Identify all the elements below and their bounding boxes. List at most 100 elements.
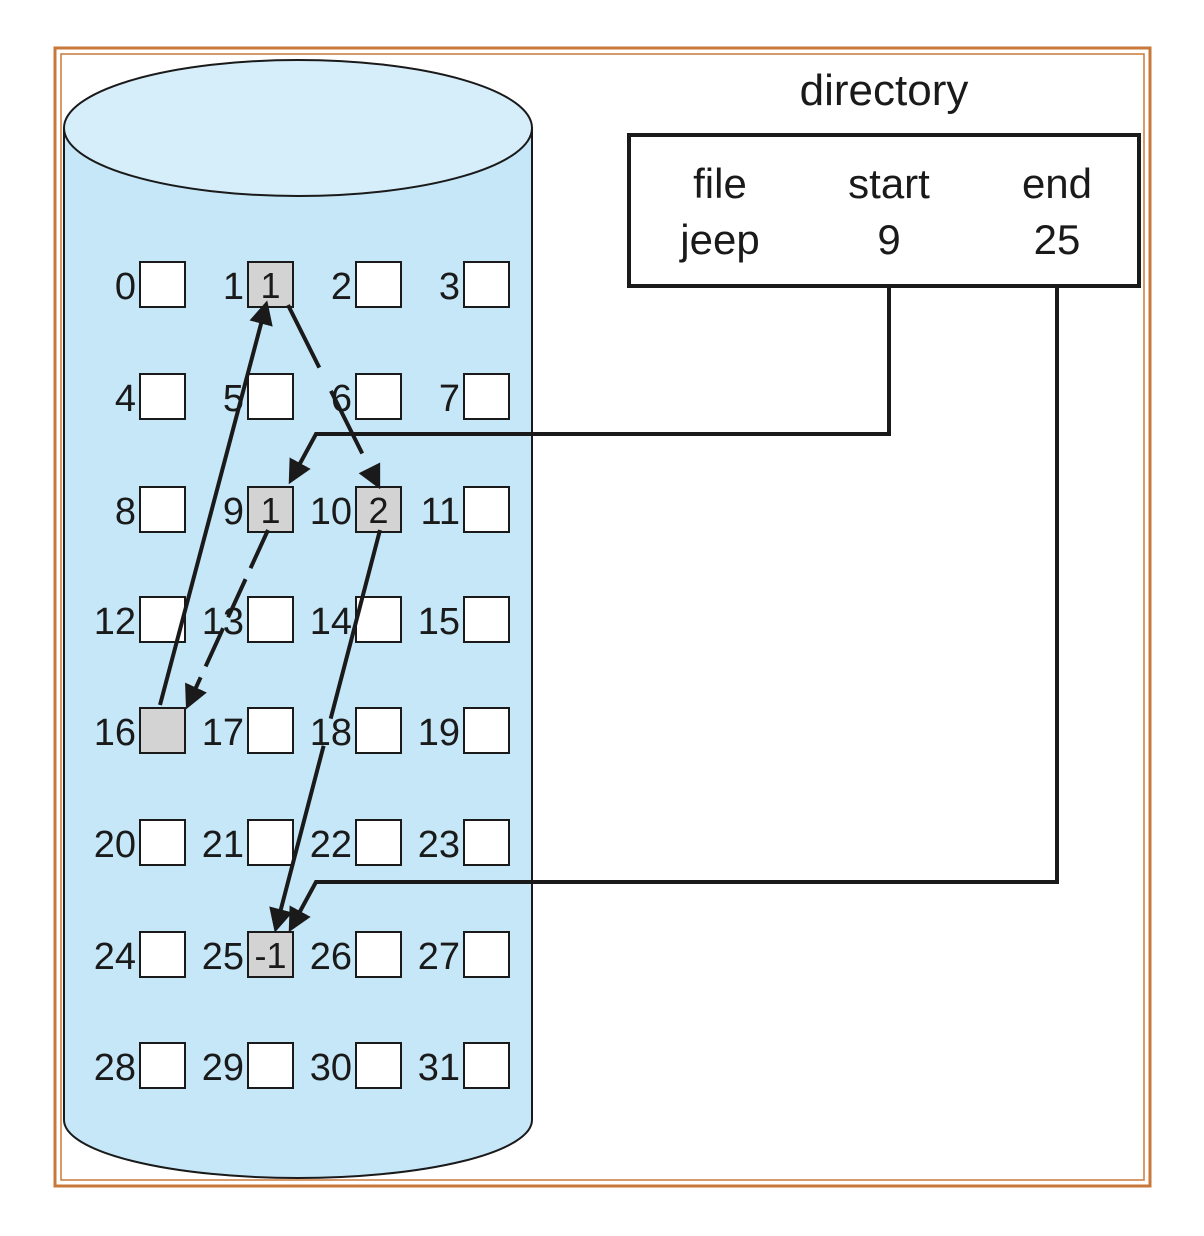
disk-block-7: 7 [439,373,510,420]
cylinder-top [63,59,533,197]
directory-entry-file: jeep [678,216,759,263]
block-cell [463,1042,510,1089]
block-number: 14 [310,601,352,643]
block-cell [139,707,186,754]
block-cell [355,931,402,978]
block-pointer-value: 1 [260,490,280,531]
block-cell [355,486,402,533]
block-number: 26 [310,936,352,978]
block-cell [355,819,402,866]
block-number: 13 [202,601,244,643]
block-cell [463,707,510,754]
disk-block-5: 5 [223,373,294,420]
block-cell [355,707,402,754]
directory-header-start: start [848,160,930,207]
directory-entry-start: 9 [877,216,900,263]
disk-block-8: 8 [115,486,186,533]
disk-block-6: 6 [331,373,402,420]
block-number: 21 [202,824,244,866]
disk-block-12: 12 [94,596,186,643]
block-number: 2 [331,266,352,308]
block-number: 20 [94,824,136,866]
disk-block-16: 16 [94,707,186,754]
block-cell [463,261,510,308]
block-cell [463,931,510,978]
block-cell [463,819,510,866]
disk-block-11: 11 [421,486,510,533]
end-pointer-line [288,286,1059,933]
block-number: 15 [418,601,460,643]
disk-block-0: 0 [115,261,186,308]
directory-header-file: file [693,160,747,207]
block-cell [463,596,510,643]
block-number: 4 [115,378,136,420]
block-pointer-value: 2 [368,490,388,531]
disk-block-25: 25-1 [202,931,294,978]
block-number: 7 [439,378,460,420]
disk-block-28: 28 [94,1042,186,1089]
block-number: 25 [202,936,244,978]
block-number: 8 [115,491,136,533]
block-cell [463,373,510,420]
block-number: 1 [223,266,244,308]
disk-block-4: 4 [115,373,186,420]
link-1-to-10 [286,304,381,490]
block-cell [139,261,186,308]
block-cell [355,373,402,420]
disk-block-20: 20 [94,819,186,866]
block-cell [247,707,294,754]
directory-table-box [627,133,1141,288]
outer-frame [53,46,1152,1188]
disk-block-26: 26 [310,931,402,978]
block-number: 0 [115,266,136,308]
block-number: 22 [310,824,352,866]
disk-block-18: 18 [310,707,402,754]
block-cell [355,261,402,308]
disk-block-24: 24 [94,931,186,978]
block-chain-links [158,300,382,933]
block-number: 23 [418,824,460,866]
directory: directory file start end jeep 9 25 [627,66,1141,288]
block-number: 17 [202,712,244,754]
block-pointer-value: -1 [254,935,286,976]
block-cell [355,1042,402,1089]
block-number: 18 [310,712,352,754]
start-pointer-line [288,286,891,485]
disk-block-19: 19 [418,707,510,754]
outer-frame-border [53,46,1152,1188]
block-number: 11 [421,491,460,533]
disk-block-14: 14 [310,596,402,643]
directory-pointers [288,286,1059,933]
block-number: 3 [439,266,460,308]
directory-title: directory [800,66,969,115]
directory-header-end: end [1022,160,1092,207]
disk-block-29: 29 [202,1042,294,1089]
disk-block-13: 13 [202,596,294,643]
disk-block-15: 15 [418,596,510,643]
block-number: 19 [418,712,460,754]
disk-block-17: 17 [202,707,294,754]
block-cell [247,1042,294,1089]
block-cell [139,373,186,420]
block-number: 28 [94,1047,136,1089]
link-9-to-16 [185,529,270,710]
disk-block-3: 3 [439,261,510,308]
disk-block-22: 22 [310,819,402,866]
block-number: 12 [94,601,136,643]
block-cell [139,819,186,866]
link-10-to-25 [269,529,382,933]
block-number: 9 [223,491,244,533]
link-16-to-1 [158,300,273,706]
block-number: 10 [310,491,352,533]
disk-block-23: 23 [418,819,510,866]
block-cell [247,596,294,643]
block-number: 27 [418,936,460,978]
block-number: 30 [310,1047,352,1089]
block-cell [247,373,294,420]
directory-entry-end: 25 [1034,216,1081,263]
block-number: 31 [418,1047,460,1089]
